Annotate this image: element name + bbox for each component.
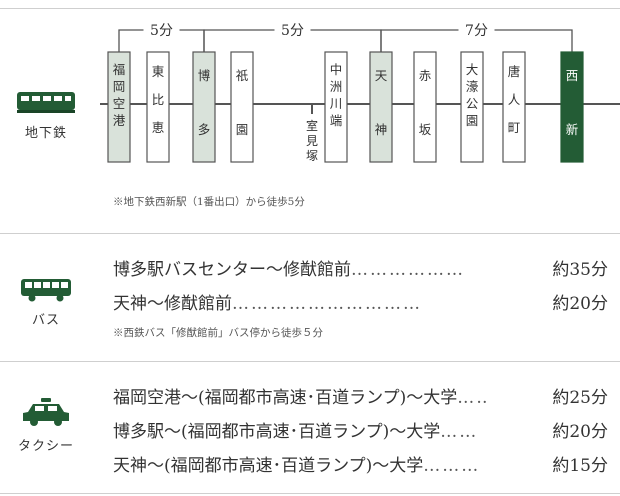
station-8: 唐人町	[502, 51, 526, 163]
subway-note: ※地下鉄西新駅（1番出口）から徒歩5分	[113, 196, 305, 208]
bus-route-1-text: 博多駅バスセンター〜修猷館前	[113, 260, 351, 280]
station-box	[502, 51, 526, 163]
station-name-char: 唐	[508, 64, 521, 79]
taxi-route-1-dots: …‥	[457, 388, 490, 408]
station-box	[146, 51, 170, 163]
station-name-char: 公	[466, 96, 479, 111]
station-name-char: 端	[330, 113, 343, 128]
branch-station-char: 室	[306, 118, 318, 133]
bus-mode: バス	[0, 277, 92, 328]
bracket-label: 5分	[281, 23, 304, 39]
station-name-char: 川	[330, 96, 343, 111]
time-bracket-2: 7分	[380, 23, 573, 52]
branch-station-char: 塚	[306, 149, 318, 163]
bus-route-1: 博多駅バスセンター〜修猷館前………………	[113, 255, 465, 280]
taxi-route-2: 博多駅〜(福岡都市高速･百道ランプ)〜大学……	[113, 417, 478, 442]
taxi-route-1: 福岡空港〜(福岡都市高速･百道ランプ)〜大学…‥	[113, 383, 490, 408]
station-name-char: 中	[330, 62, 343, 77]
bus-icon	[21, 279, 71, 302]
station-name-char: 天	[375, 68, 388, 83]
station-name-char: 神	[375, 122, 388, 137]
station-name-char: 赤	[419, 68, 432, 83]
station-1: 東比恵	[146, 51, 170, 163]
bracket-label: 7分	[465, 23, 488, 39]
station-box	[560, 51, 584, 163]
subway-bus-divider	[0, 233, 620, 234]
bus-taxi-divider	[0, 361, 620, 362]
station-name-char: 港	[113, 113, 126, 128]
subway-train-icon	[17, 92, 75, 113]
station-name-char: 大	[466, 62, 479, 77]
bus-route-1-time: 約35分	[552, 260, 608, 280]
station-name-char: 新	[566, 122, 579, 137]
station-box	[107, 51, 131, 163]
branch-station-char: 見	[306, 134, 318, 148]
taxi-route-1-text: 福岡空港〜(福岡都市高速･百道ランプ)〜大学	[113, 388, 458, 408]
taxi-route-2-text: 博多駅〜(福岡都市高速･百道ランプ)〜大学	[113, 422, 441, 442]
station-name-char: 人	[508, 92, 521, 107]
station-name-char: 空	[113, 96, 126, 111]
bus-section: バス 博多駅バスセンター〜修猷館前……………… 約35分 天神〜修猷館前……………	[0, 233, 620, 361]
station-name-char: 岡	[113, 79, 126, 94]
station-name-char: 西	[566, 68, 579, 83]
taxi-route-3-time: 約15分	[552, 456, 608, 476]
bus-label: バス	[31, 313, 60, 328]
taxi-route-3: 天神〜(福岡都市高速･百道ランプ)〜大学………	[113, 451, 480, 476]
bus-note: ※西鉄バス「修猷館前」バス停から徒歩５分	[113, 327, 323, 339]
time-bracket-0: 5分	[118, 23, 205, 52]
taxi-icon	[23, 398, 69, 426]
subway-label: 地下鉄	[24, 126, 67, 141]
station-name-char: 東	[152, 64, 165, 79]
station-name-char: 比	[152, 92, 165, 107]
subway-mode: 地下鉄	[0, 90, 92, 141]
taxi-route-3-text: 天神〜(福岡都市高速･百道ランプ)〜大学	[113, 456, 424, 476]
top-divider	[0, 8, 620, 9]
station-box	[460, 51, 484, 163]
bus-route-2-time: 約20分	[552, 294, 608, 314]
taxi-route-2-time: 約20分	[552, 422, 608, 442]
bracket-line	[380, 29, 573, 52]
station-box	[413, 51, 437, 163]
station-box	[324, 51, 348, 163]
station-name-char: 祇	[236, 68, 249, 83]
taxi-route-1-time: 約25分	[552, 388, 608, 408]
station-name-char: 洲	[330, 79, 343, 94]
station-3: 祇園	[230, 51, 254, 163]
station-9: 西新	[560, 51, 584, 163]
station-name-char: 福	[113, 62, 126, 77]
bus-route-1-dots: ………………	[351, 260, 465, 280]
taxi-label: タクシー	[17, 439, 74, 454]
station-name-char: 恵	[152, 120, 165, 135]
bus-route-2-dots: …………………………	[232, 294, 422, 314]
bottom-divider	[0, 493, 620, 494]
station-box	[230, 51, 254, 163]
station-2: 博多	[192, 51, 216, 163]
station-box	[369, 51, 393, 163]
taxi-route-2-dots: ……	[440, 422, 479, 442]
time-bracket-1: 5分	[203, 23, 382, 52]
station-0: 福岡空港	[107, 51, 131, 163]
station-5: 天神	[369, 51, 393, 163]
station-name-char: 町	[508, 120, 521, 135]
station-name-char: 坂	[419, 122, 432, 137]
bus-route-2: 天神〜修猷館前…………………………	[113, 289, 422, 314]
station-name-char: 濠	[466, 79, 479, 94]
station-name-char: 多	[198, 122, 211, 137]
bracket-label: 5分	[150, 23, 173, 39]
bus-route-2-text: 天神〜修猷館前	[113, 294, 232, 314]
station-name-char: 園	[466, 113, 479, 128]
station-6: 赤坂	[413, 51, 437, 163]
taxi-section: タクシー 福岡空港〜(福岡都市高速･百道ランプ)〜大学…‥ 約25分 博多駅〜(…	[0, 361, 620, 496]
station-name-char: 園	[236, 122, 249, 137]
station-name-char: 博	[198, 68, 211, 83]
station-box	[192, 51, 216, 163]
taxi-mode: タクシー	[0, 397, 92, 454]
taxi-route-3-dots: ………	[423, 456, 481, 476]
